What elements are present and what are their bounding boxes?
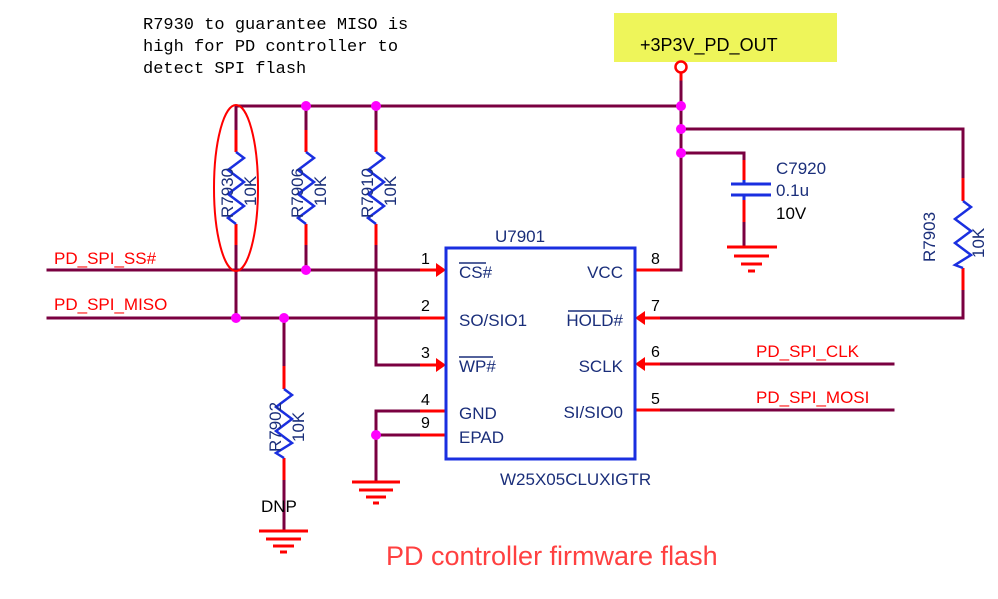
r7906-ref: R7906 (288, 168, 307, 218)
pin7-input-arrow-icon (635, 311, 645, 325)
junction-dot (676, 124, 686, 134)
resistor-r7903-symbol (952, 200, 974, 270)
pin-number-9: 9 (421, 415, 430, 432)
resistor-r7910-symbol (365, 151, 387, 225)
ground-symbol-ic (352, 480, 400, 505)
junction-dot (301, 101, 311, 111)
r7930-ref: R7930 (218, 168, 237, 218)
power-port-3p3v[interactable]: +3P3V_PD_OUT (614, 13, 837, 82)
r7902-value: 10K (289, 411, 308, 442)
r7930-value: 10K (241, 175, 260, 206)
pin-number-8: 8 (651, 251, 660, 268)
pin-name-cs: CS# (459, 263, 493, 282)
ic-body (444, 246, 637, 461)
pin-name-si: SI/SIO0 (563, 403, 623, 422)
power-port-label: +3P3V_PD_OUT (640, 35, 778, 56)
pin-stubs (234, 130, 965, 480)
net-label-ss: PD_SPI_SS# (54, 249, 157, 268)
r7902-ref: R7902 (266, 402, 285, 452)
junction-dot (301, 265, 311, 275)
pin-name-vcc: VCC (587, 263, 623, 282)
r7910-ref: R7910 (358, 168, 377, 218)
pin-name-wp: WP# (459, 357, 496, 376)
net-label-clk: PD_SPI_CLK (756, 342, 860, 361)
pin-number-3: 3 (421, 345, 430, 362)
pin-name-sclk: SCLK (579, 357, 624, 376)
resistor-r7902-symbol (273, 388, 295, 460)
pin3-input-arrow-icon (436, 358, 446, 372)
r7906-value: 10K (311, 175, 330, 206)
pin-number-1: 1 (421, 251, 430, 268)
c7920-ref: C7920 (776, 159, 826, 178)
pin1-input-arrow-icon (436, 263, 446, 277)
pin-number-2: 2 (421, 298, 430, 315)
r7902-dnp-note: DNP (261, 497, 297, 516)
ground-symbol-c7920 (727, 245, 777, 273)
schematic-title: PD controller firmware flash (386, 541, 718, 571)
pin-number-7: 7 (651, 298, 660, 315)
resistor-labels: R7930 10K R7906 10K R7910 10K R7903 10K … (218, 168, 988, 516)
design-note: R7930 to guarantee MISO is high for PD c… (143, 16, 408, 79)
power-port-box (614, 13, 837, 62)
ic-ref: U7901 (495, 227, 545, 246)
pin-name-hold: HOLD# (566, 311, 623, 330)
wires (46, 80, 965, 532)
junctions (231, 101, 686, 440)
ground-symbol-r7902 (259, 529, 308, 554)
junction-dot (279, 313, 289, 323)
design-note-line-1: R7930 to guarantee MISO is (143, 16, 408, 35)
pin-name-epad: EPAD (459, 428, 504, 447)
c7920-voltage: 10V (776, 204, 807, 223)
c7920-value: 0.1u (776, 181, 809, 200)
resistor-r7906-symbol (295, 151, 317, 225)
junction-dot (676, 148, 686, 158)
r7903-value: 10K (969, 227, 988, 258)
junction-dot (676, 101, 686, 111)
highlight-ellipse-r7930 (213, 104, 259, 272)
resistor-symbols (225, 151, 974, 460)
r7910-value: 10K (381, 175, 400, 206)
net-labels: PD_SPI_SS# PD_SPI_MISO PD_SPI_CLK PD_SPI… (54, 249, 869, 407)
junction-dot (371, 101, 381, 111)
pin-name-so: SO/SIO1 (459, 311, 527, 330)
pin6-input-arrow-icon (635, 357, 645, 371)
ic-u7901[interactable]: U7901 W25X05CLUXIGTR 1 2 3 4 9 8 7 6 5 C… (421, 227, 660, 489)
pin-number-4: 4 (421, 392, 430, 409)
r7903-ref: R7903 (920, 212, 939, 262)
design-note-line-2: high for PD controller to (143, 38, 398, 57)
pin-number-5: 5 (651, 391, 660, 408)
capacitor-c7920[interactable]: C7920 0.1u 10V (731, 159, 826, 223)
resistor-r7930-symbol (225, 151, 247, 225)
pin-name-gnd: GND (459, 404, 497, 423)
junction-dot (231, 313, 241, 323)
junction-dot (371, 430, 381, 440)
power-port-terminal-icon (674, 60, 688, 74)
ic-part-number: W25X05CLUXIGTR (500, 470, 651, 489)
design-note-line-3: detect SPI flash (143, 60, 306, 79)
net-label-mosi: PD_SPI_MOSI (756, 388, 869, 407)
net-label-miso: PD_SPI_MISO (54, 295, 167, 314)
pin-number-6: 6 (651, 344, 660, 361)
